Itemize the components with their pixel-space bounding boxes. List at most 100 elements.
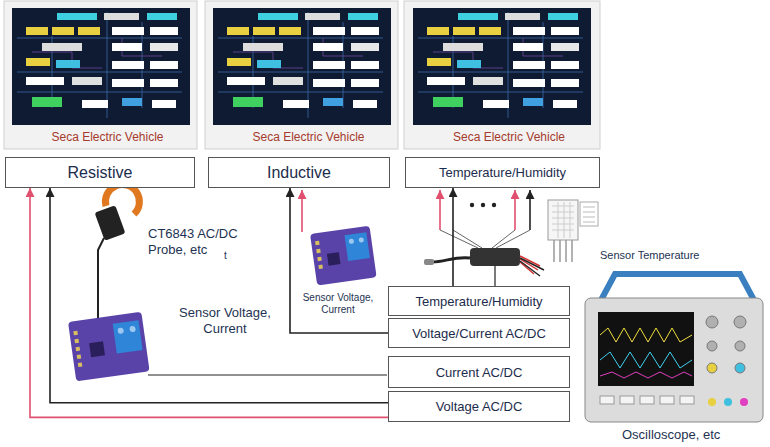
signal-arrow (529, 190, 531, 230)
sensor-module (74, 339, 79, 344)
temperature-sensor (552, 202, 574, 238)
temperature-sensor (554, 240, 572, 262)
oscilloscope (600, 352, 692, 368)
signal-connector (452, 188, 454, 286)
sensor-module (349, 238, 355, 244)
screenshot-panel (413, 8, 591, 125)
caption-label: Oscilloscope, etc (622, 427, 762, 443)
screenshot-panel (205, 1, 398, 149)
label-box: Temperature/Humidity (405, 157, 600, 188)
screenshot-panel (12, 8, 190, 125)
caption-label: t (224, 250, 236, 262)
box-label: Inductive (267, 164, 331, 182)
box-label: Current AC/DC (436, 365, 523, 380)
ellipsis-dots (470, 203, 496, 207)
screenshot-panel: Seca Electric Vehicle (404, 1, 614, 149)
oscilloscope (735, 341, 745, 351)
temperature-sensor (548, 200, 578, 240)
sensor-module (315, 241, 320, 246)
oscilloscope (735, 363, 745, 373)
ellipsis-dots (481, 203, 485, 207)
sensor-module (78, 362, 83, 367)
cable-probe (470, 248, 520, 266)
screenshot-panel (404, 1, 600, 149)
sensor-module (117, 327, 124, 334)
oscilloscope (680, 396, 694, 404)
oscilloscope (708, 398, 716, 406)
label-box: Voltage/Current AC/DC (388, 318, 570, 348)
oscilloscope (598, 312, 694, 386)
box-label: Temperature/Humidity (439, 165, 566, 180)
label-box: Inductive (208, 157, 390, 188)
box-label: Temperature/Humidity (415, 294, 542, 309)
screenshot-panel (213, 8, 391, 125)
clamp-probe (98, 238, 104, 322)
label-box: Current AC/DC (388, 356, 570, 388)
sensor-module (316, 249, 321, 254)
oscilloscope (740, 398, 748, 406)
signal-arrow (301, 190, 303, 232)
panel-caption: Seca Electric Vehicle (404, 130, 614, 144)
sensor-module (77, 355, 82, 360)
cable-probe (520, 258, 544, 276)
signal-connector (290, 188, 388, 333)
temperature-sensor (583, 207, 595, 222)
sensor-module (345, 232, 370, 261)
ellipsis-dots (492, 203, 496, 207)
box-label: Voltage AC/DC (436, 399, 523, 414)
screenshot-panel (4, 1, 600, 149)
oscilloscope (734, 316, 746, 328)
sensor-module (310, 226, 377, 286)
caption-label: Sensor Voltage, Current (160, 305, 290, 336)
sensor-module (73, 331, 78, 336)
box-label: Voltage/Current AC/DC (412, 326, 546, 341)
oscilloscope (620, 396, 634, 404)
temperature-sensor (548, 200, 598, 262)
sensor-module (68, 312, 150, 382)
sensor-module (317, 257, 322, 262)
ellipsis-dots (470, 203, 474, 207)
clamp-probe (95, 205, 126, 241)
box-label: Resistive (68, 164, 133, 182)
sensor-module (113, 320, 143, 353)
cable-probe (432, 258, 470, 262)
caption-label: CT6843 AC/DC Probe, etc (148, 226, 248, 257)
oscilloscope (660, 396, 674, 404)
oscilloscope (600, 396, 614, 404)
sensor-module (76, 347, 81, 352)
oscilloscope (600, 372, 692, 378)
oscilloscope (640, 396, 654, 404)
clamp-probe (95, 185, 140, 322)
signal-arrow (302, 190, 530, 232)
caption-label: Sensor Temperature (600, 249, 720, 262)
cable-probe (520, 256, 540, 274)
oscilloscope (707, 363, 717, 373)
signal-arrow (439, 190, 441, 230)
oscilloscope (585, 298, 763, 422)
cable-probe (424, 259, 434, 265)
sensor-module (318, 265, 323, 270)
cable-probe (494, 266, 495, 286)
sensor-module (327, 252, 341, 266)
screenshot-panel (4, 1, 197, 149)
cable-probe (424, 230, 544, 286)
oscilloscope (724, 398, 732, 406)
label-box: Resistive (5, 157, 195, 188)
signal-connector (30, 188, 388, 417)
temperature-sensor (580, 202, 598, 226)
screenshot-panel: Seca Electric Vehicle (205, 1, 412, 149)
oscilloscope (706, 316, 718, 328)
caption-label: Sensor Voltage, Current (296, 292, 380, 316)
sensor-module (358, 237, 364, 243)
label-box: Temperature/Humidity (388, 286, 570, 316)
sensor-module (89, 341, 105, 357)
signal-connector (50, 188, 388, 403)
panel-caption: Seca Electric Vehicle (205, 130, 412, 144)
oscilloscope (585, 274, 763, 422)
sensor-module (68, 312, 150, 382)
sensor-module (310, 226, 377, 286)
screenshot-panel: Seca Electric Vehicle (4, 1, 211, 149)
